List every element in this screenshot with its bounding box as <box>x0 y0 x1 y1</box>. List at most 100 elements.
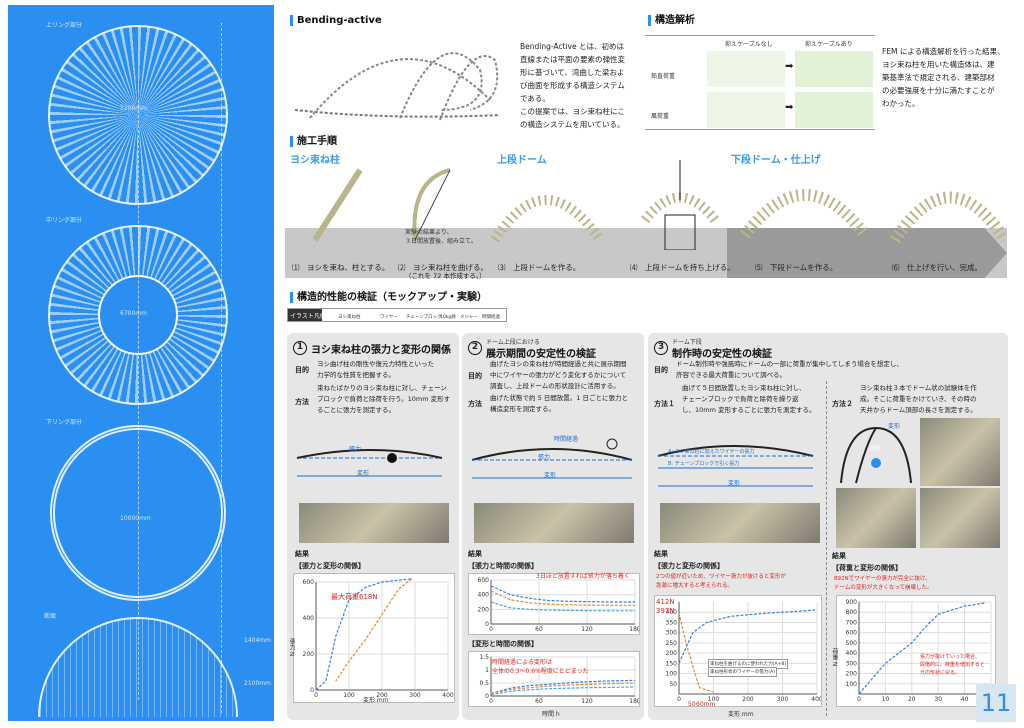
method-tag: 方法１ <box>654 400 675 408</box>
center-axis-line <box>138 100 139 700</box>
y-axis-label: 張力 N <box>288 638 295 657</box>
y-tick-label: 600 <box>303 579 315 586</box>
panel-2-title: 展示期間の安定性の検証 <box>486 349 596 360</box>
panel-3-title: 制作時の安定性の検証 <box>672 349 772 360</box>
divider <box>826 381 827 716</box>
y-tick-label: 400 <box>666 609 678 616</box>
step-2: ⑵ ヨシ束ね柱を曲げる。 <box>398 263 488 272</box>
purpose-text: ヨシ曲げ柱の剛性や復元力特性といった 力学的な性質を把握する。 <box>317 360 434 379</box>
y-tick-label: 200 <box>303 651 315 658</box>
arrow-icon: ➡ <box>785 102 794 113</box>
y-tick-label: 200 <box>666 650 678 657</box>
y-axis-label: 荷重 N <box>831 648 838 667</box>
step-3: ⑶ 上段ドームを作る。 <box>498 263 581 272</box>
series-line <box>490 585 635 603</box>
x-axis-label: 時間 h <box>542 711 560 718</box>
y-tick-label: 400 <box>303 615 315 622</box>
x-tick-label: 300 <box>777 696 789 703</box>
panel-1-title: ヨシ束ね柱の張力と変形の関係 <box>311 345 451 356</box>
series-line <box>678 612 714 693</box>
chart-title: 【張力と時間の関係】 <box>468 562 538 570</box>
axes <box>490 580 635 625</box>
purpose-tag: 目的 <box>295 366 309 374</box>
y-tick-label: 350 <box>666 619 678 626</box>
y-tick-label: 800 <box>846 609 858 616</box>
panel-3-dome-diagram <box>840 426 912 484</box>
purpose-tag: 目的 <box>468 372 482 380</box>
y-tick-label: 0 <box>485 621 489 628</box>
value-397: 397N <box>656 607 675 615</box>
row-header-vertical: 鉛直荷重 <box>651 73 676 80</box>
y-tick-label: 250 <box>666 640 678 647</box>
label-middle-ring: 中リング部分 <box>46 217 83 224</box>
x-tick-label: 0 <box>677 696 681 703</box>
x-tick-label: 180 <box>629 626 639 633</box>
chart-note: 2つの値が近いため、ワイヤー張力が抜けると変形が 急激に増大すると考えられる。 <box>656 574 786 589</box>
experiment-photo-2 <box>474 503 634 543</box>
x-tick-label: 30 <box>934 696 942 703</box>
step-2-note: （これを 72 本作成する。） <box>405 272 486 280</box>
x-tick-label: 20 <box>908 696 916 703</box>
experiment-photo-3b <box>836 488 916 548</box>
dim-upper: 1200mm <box>120 105 147 112</box>
construction-illustrations <box>312 160 1005 250</box>
panel-3-subtitle: ドーム下段 <box>672 339 702 346</box>
axes <box>678 602 817 695</box>
y-tick-label: 1 <box>485 667 489 674</box>
y-tick-label: 1.5 <box>479 654 489 661</box>
x-tick-label: 100 <box>708 696 720 703</box>
y-tick-label: 100 <box>666 671 678 678</box>
method-tag: 方法 <box>295 398 309 406</box>
result-tag: 結果 <box>295 550 309 558</box>
y-tick-label: 900 <box>846 599 858 606</box>
experiment-panel-1: 1 ヨシ束ね柱の張力と変形の関係 目的 ヨシ曲げ柱の剛性や復元力特性といった 力… <box>287 333 459 720</box>
x-tick-label: 180 <box>629 698 639 705</box>
bending-illustration <box>294 52 501 121</box>
fem-result-1 <box>707 51 785 87</box>
analysis-description: FEM による構造解析を行った結果、 ヨシ束ね柱を用いた構造体は、建 築基準法で… <box>882 47 1005 108</box>
panel-number-1: 1 <box>293 341 307 355</box>
label-a: A: ヨシ束ね柱に加えたワイヤーの張力 <box>668 449 755 455</box>
chart-note-2: 張力が抜けていった場合、 段階的に、荷重を増加すると 元の形状に戻る。 <box>920 654 985 676</box>
y-tick-label: 500 <box>846 640 858 647</box>
step-6: ⑹ 仕上げを行い、完成。 <box>892 263 982 272</box>
label-load: 荷重 <box>870 446 881 452</box>
label-b: B: チェーンブロックで引く張力 <box>668 461 740 467</box>
chart-title: 【張力と変形の関係】 <box>295 562 365 570</box>
x-mark: 50 <box>688 701 696 708</box>
method-text: 束ねたばかりのヨシ束ね柱に対し、チェーン ブロックで負荷と除荷を行う。10mm … <box>317 384 451 414</box>
x-axis-label: 変形 mm <box>728 711 754 718</box>
plan-drawing-panel: 上リング部分 1200mm 中リング部分 6700mm 下リング部分 10000… <box>8 5 274 721</box>
series-line <box>490 679 636 694</box>
col-header-with-cable: 抑えケーブルあり <box>805 41 853 48</box>
y-tick-label: 300 <box>846 660 858 667</box>
method-text: 曲げた状態で約 5 日間放置。1 日ごとに張力と 構造変形を測定する。 <box>490 394 628 413</box>
section-title-analysis: 構造解析 <box>648 15 695 26</box>
x-tick-label: 10 <box>882 696 890 703</box>
panel-2-diagram <box>471 438 633 479</box>
x-tick-label: 120 <box>581 626 593 633</box>
chart-load-deform: 01020304050100200300400500600700800900 <box>836 595 996 707</box>
label-section: 断面 <box>44 613 57 620</box>
x-tick-label: 60 <box>535 698 543 705</box>
experiment-photo-1 <box>299 503 449 543</box>
method-text: ヨシ束ね柱３本でドーム状の試験体を作 成。そこに荷重をかけていき、その時の 天井… <box>860 384 977 414</box>
panel-number-3: 3 <box>654 341 668 355</box>
chart-title: 【荷重と変形の関係】 <box>832 564 902 572</box>
y-tick-label: 400 <box>846 650 858 657</box>
step-5: ⑸ 下段ドームを作る。 <box>755 263 838 272</box>
series-line <box>490 601 635 612</box>
dim-h1: 1404mm <box>244 637 271 644</box>
dim-line-right <box>221 23 222 713</box>
legend-item: チェーンブロック <box>406 315 442 320</box>
x-tick-label: 120 <box>581 698 593 705</box>
arrow-icon: ➡ <box>785 61 794 72</box>
experiment-photo-3c <box>920 488 1000 548</box>
y-tick-label: 200 <box>846 671 858 678</box>
panel-2-subtitle: ドーム上段における <box>486 339 540 346</box>
legend-item: 時間経過 <box>482 315 500 320</box>
result-tag: 結果 <box>468 550 482 558</box>
label-lower-ring: 下リング部分 <box>46 419 83 426</box>
x-tick-label: 400 <box>442 692 454 699</box>
